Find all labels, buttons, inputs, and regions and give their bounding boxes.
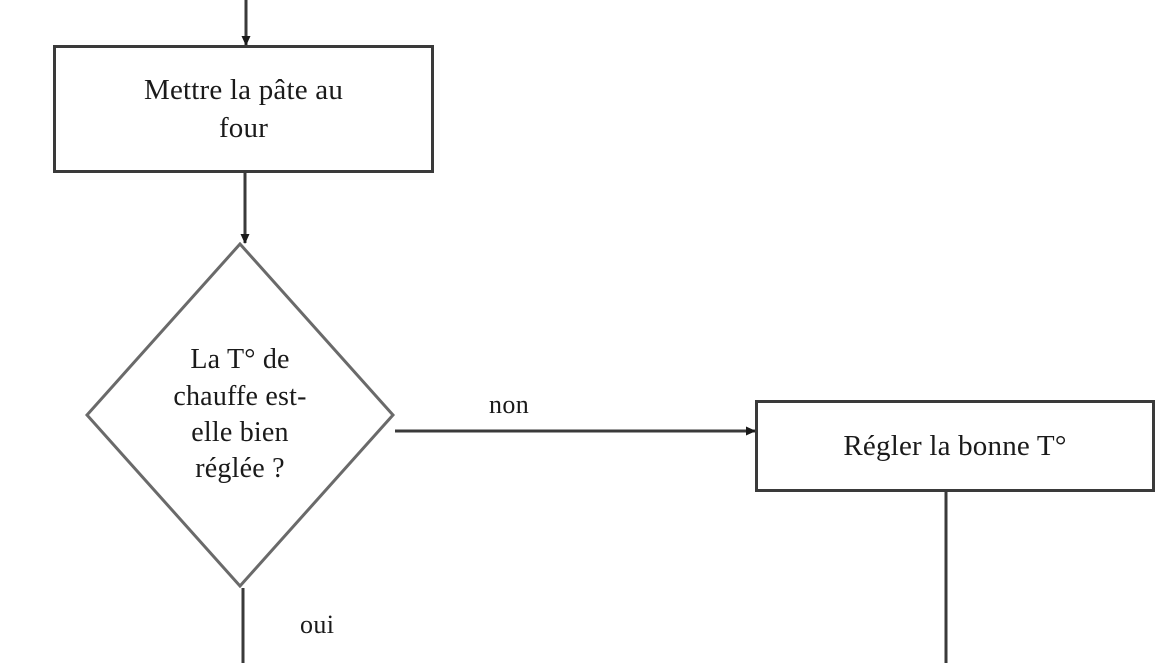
node-la-temperature-est-elle-bien-reglee[interactable]: La T° de chauffe est- elle bien réglée ? — [85, 242, 395, 588]
node-label-line-1: Régler la bonne T° — [843, 429, 1067, 462]
node-label: Mettre la pâte au four — [134, 71, 353, 148]
diamond-shape — [85, 242, 395, 588]
node-mettre-la-pate-au-four[interactable]: Mettre la pâte au four — [53, 45, 434, 173]
node-label-line-2: chauffe est- — [173, 380, 307, 412]
node-regler-la-bonne-temperature[interactable]: Régler la bonne T° — [755, 400, 1155, 492]
node-label-line-1: Mettre la pâte au — [143, 73, 344, 106]
node-label-line-3: elle bien — [191, 417, 289, 448]
node-label: La T° de chauffe est- elle bien réglée ? — [140, 342, 340, 488]
node-label: Régler la bonne T° — [833, 427, 1076, 465]
node-label-line-2: four — [218, 112, 269, 144]
edge-label-oui: oui — [300, 610, 335, 639]
edge-label-non: non — [489, 390, 530, 419]
node-label-line-4: réglée ? — [195, 453, 285, 485]
node-label-line-1: La T° de — [190, 344, 290, 376]
